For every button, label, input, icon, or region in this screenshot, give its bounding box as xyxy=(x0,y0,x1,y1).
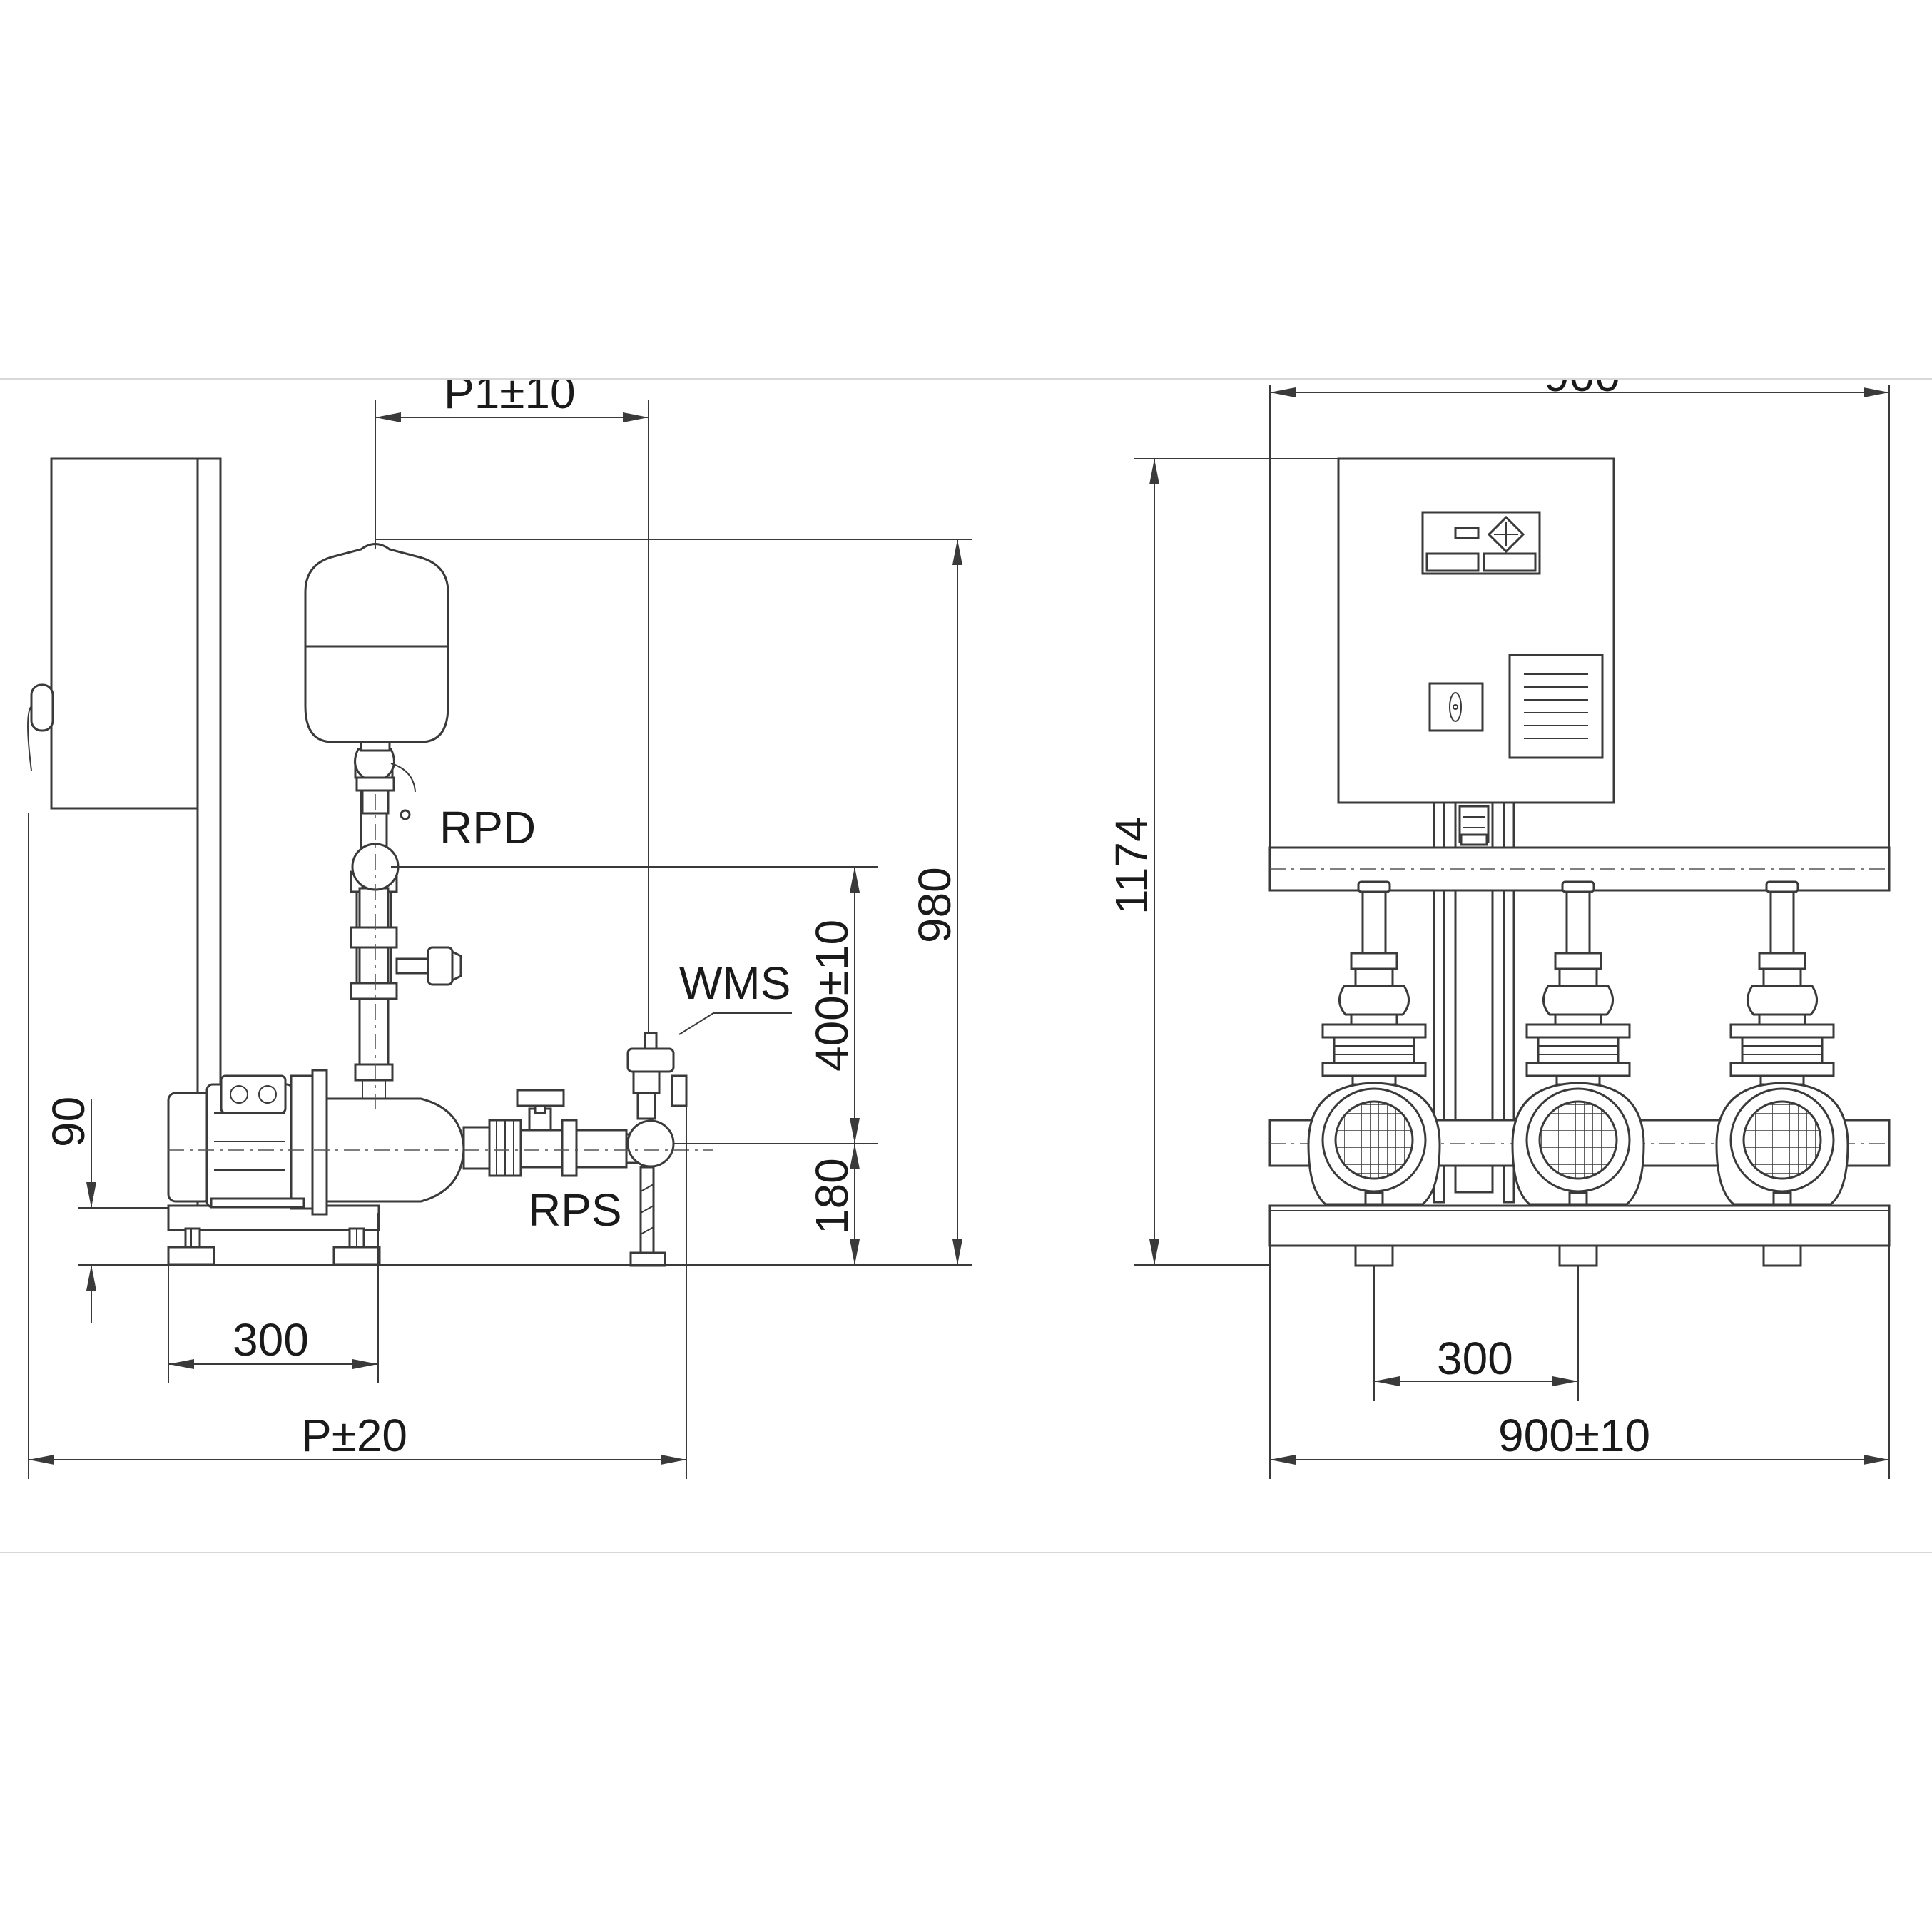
label-rps: RPS xyxy=(528,1184,622,1236)
label-300-front: 300 xyxy=(1437,1333,1513,1384)
pump-unit-3 xyxy=(1715,880,1849,1206)
label-1174: 1174 xyxy=(1106,816,1157,915)
pump-unit-2 xyxy=(1511,880,1645,1206)
label-980: 980 xyxy=(909,867,960,943)
dim-900-top xyxy=(1270,387,1889,397)
expansion-tank xyxy=(304,543,449,820)
label-rpd: RPD xyxy=(439,802,536,853)
control-cabinet-side xyxy=(27,457,222,1209)
rps-sensor xyxy=(626,1119,675,1168)
label-300-side: 300 xyxy=(233,1314,309,1366)
dim-p1 xyxy=(375,412,649,422)
dim-300-side xyxy=(168,1359,378,1369)
label-400: 400±10 xyxy=(806,920,858,1072)
dim-90 xyxy=(86,1099,96,1323)
suction-pipe xyxy=(462,1089,655,1177)
label-900-bottom: 900±10 xyxy=(1498,1410,1650,1461)
base-frame-front xyxy=(1268,1204,1891,1401)
pump-group xyxy=(1307,880,1849,1206)
dim-400 xyxy=(850,867,860,1144)
wms-leader xyxy=(678,1012,792,1035)
dim-980 xyxy=(952,539,962,1265)
front-view: 900 1174 300 900±10 xyxy=(1106,350,1891,1479)
dim-300-front xyxy=(1374,1376,1578,1386)
dim-180 xyxy=(850,1144,860,1265)
dim-900-bottom xyxy=(1270,1455,1889,1465)
dim-p xyxy=(29,1455,686,1465)
discharge-column xyxy=(350,761,462,1066)
base-frame-side xyxy=(167,1204,381,1266)
label-wms: WMS xyxy=(679,957,790,1009)
label-900-top: 900 xyxy=(1544,350,1620,401)
wms-switch xyxy=(626,1032,688,1267)
label-p: P±20 xyxy=(301,1410,407,1461)
side-view: P1±10 RPD WMS RPS 300 P±20 90 980 400±10… xyxy=(27,367,972,1479)
label-180: 180 xyxy=(806,1158,858,1234)
pump-unit-1 xyxy=(1307,880,1441,1206)
pump-body xyxy=(325,1063,465,1203)
label-90: 90 xyxy=(43,1097,94,1147)
label-p1: P1±10 xyxy=(444,367,576,418)
dim-1174 xyxy=(1149,459,1159,1265)
pump-motor xyxy=(167,1069,328,1216)
control-cabinet-front xyxy=(1337,457,1615,804)
